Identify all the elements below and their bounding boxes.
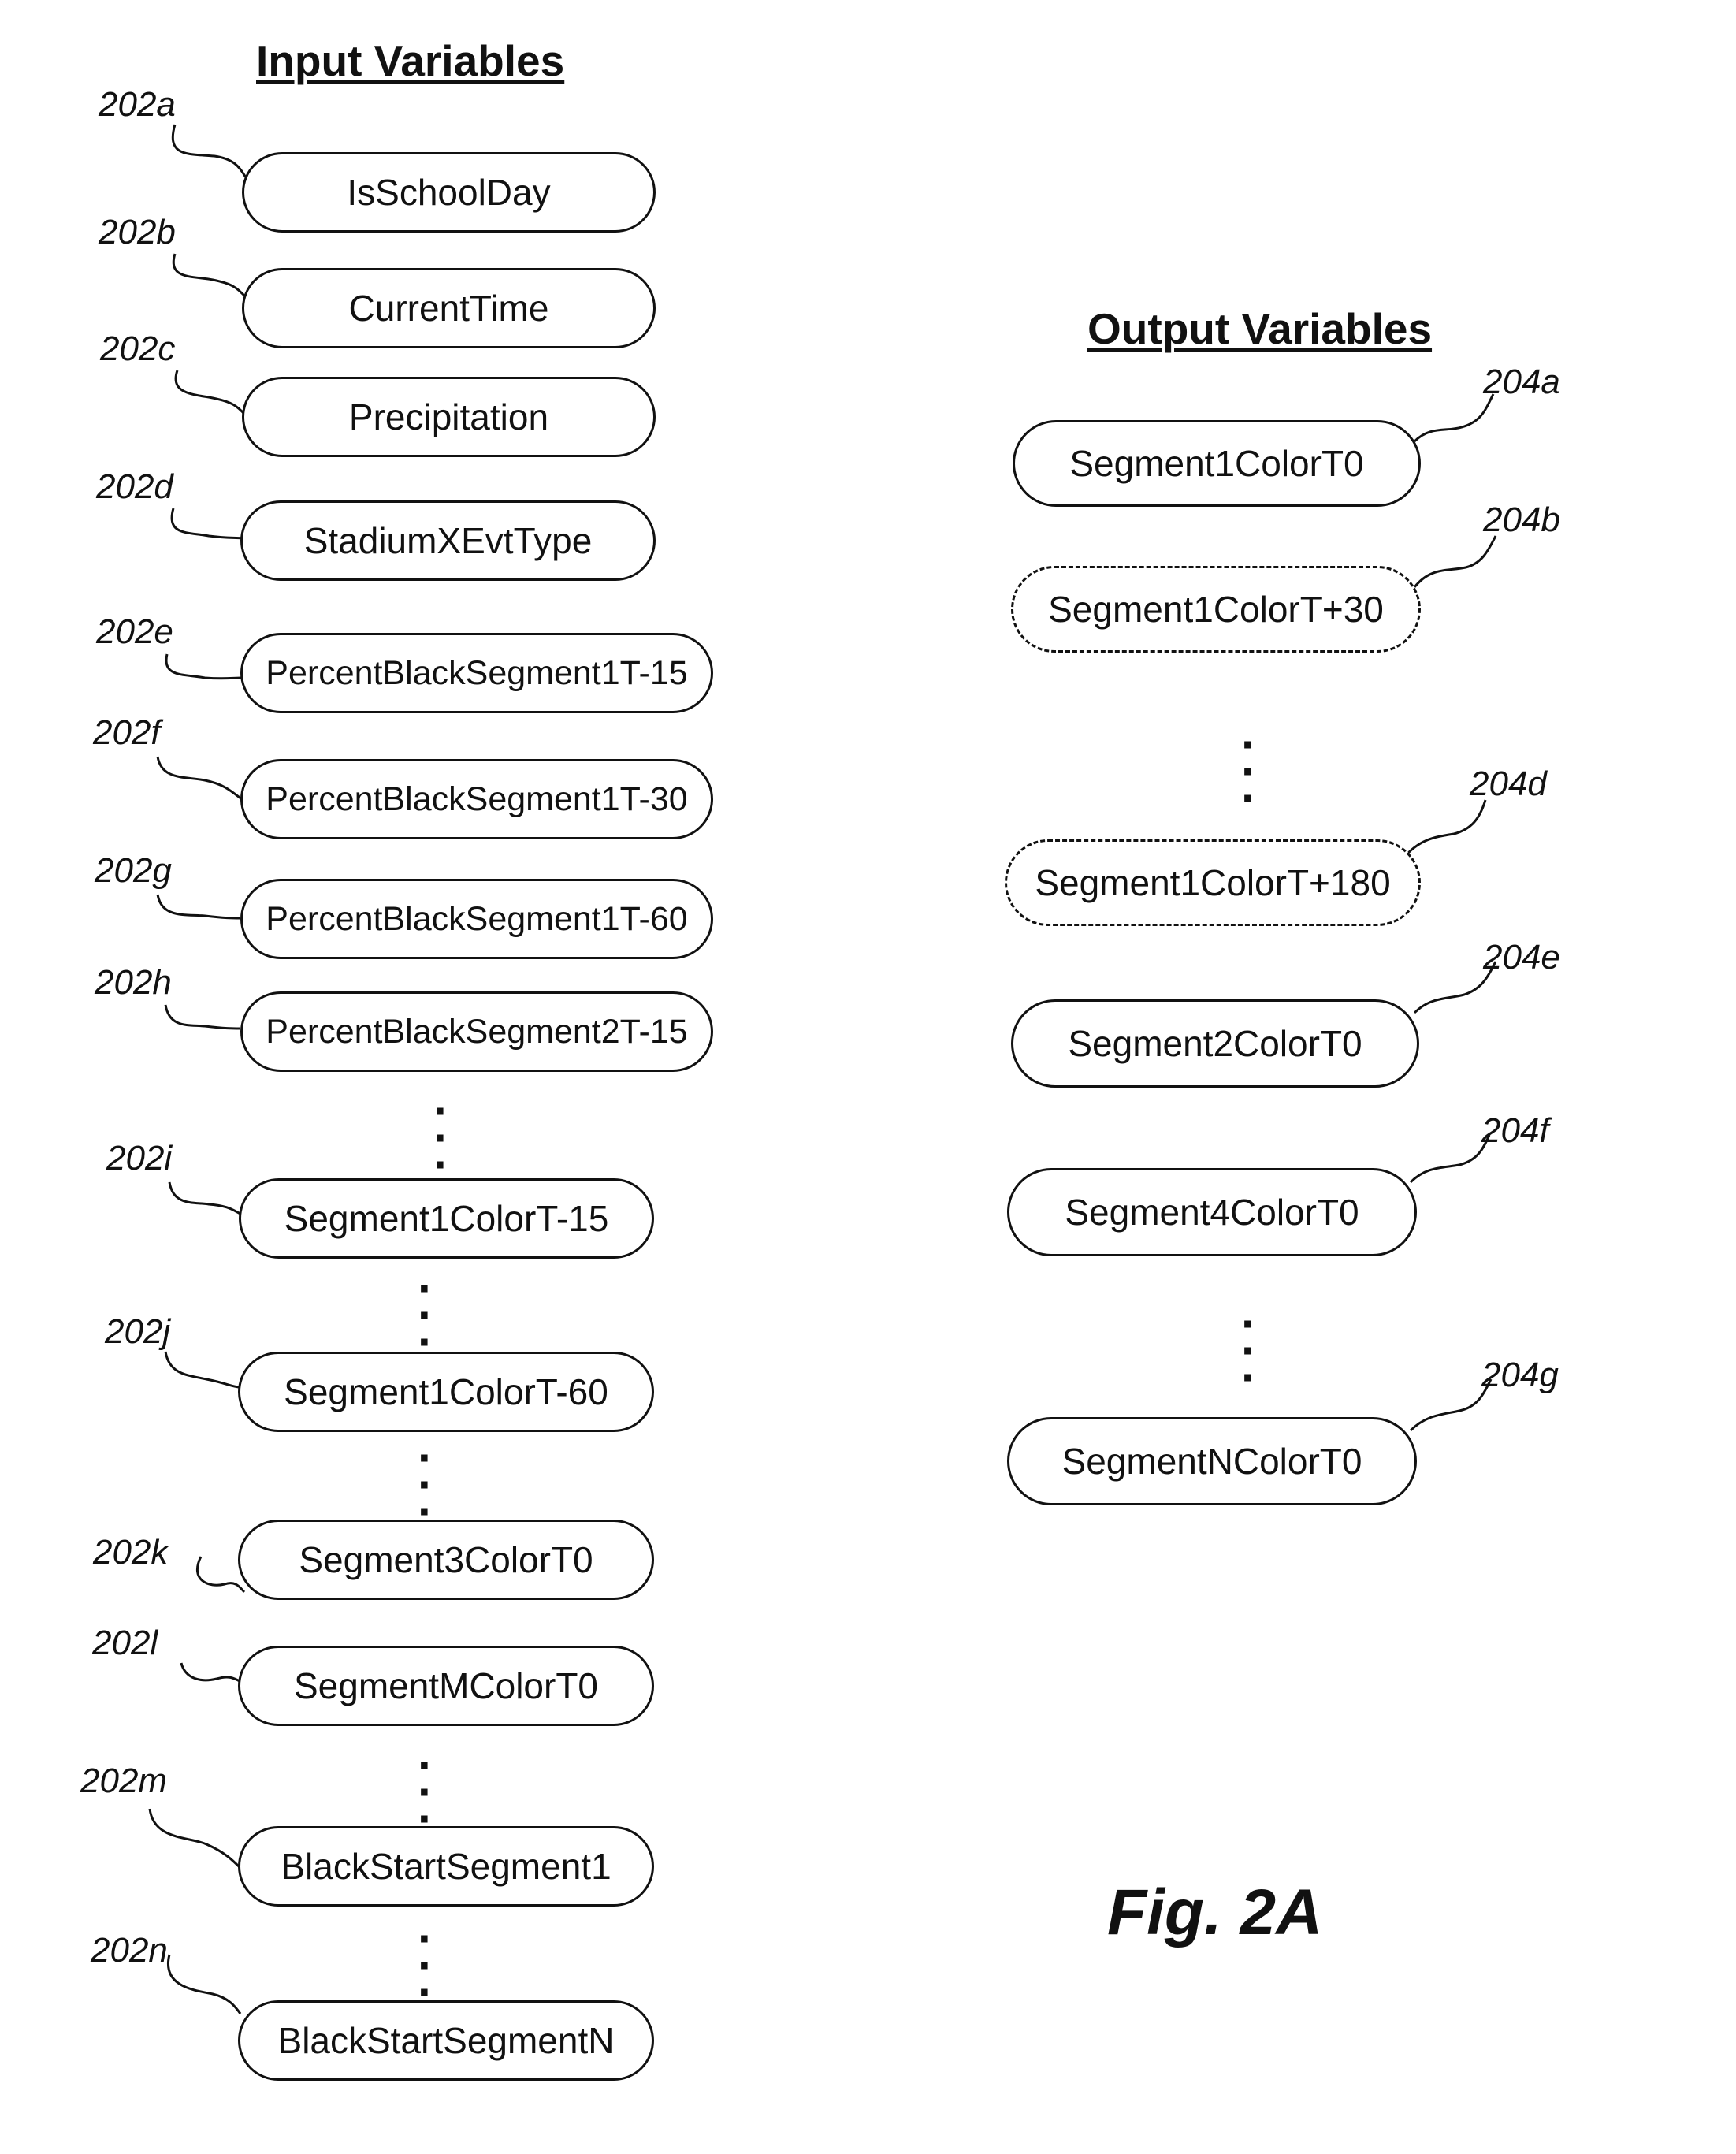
input-ellipsis-4: ··· bbox=[414, 1754, 437, 1834]
ref-202g: 202g bbox=[95, 851, 172, 891]
leader-204f bbox=[1411, 1135, 1489, 1182]
input-black-start-segn: BlackStartSegmentN bbox=[238, 2000, 654, 2081]
ref-202k: 202k bbox=[93, 1533, 168, 1572]
output-segn-color-t0: SegmentNColorT0 bbox=[1007, 1417, 1417, 1505]
leader-202d bbox=[172, 508, 243, 538]
leader-202k bbox=[197, 1557, 244, 1592]
leader-202e bbox=[166, 654, 243, 679]
input-variables-heading: Input Variables bbox=[256, 35, 564, 86]
leader-202g bbox=[158, 895, 240, 918]
input-seg1-color-t60: Segment1ColorT-60 bbox=[238, 1352, 654, 1432]
input-current-time: CurrentTime bbox=[242, 268, 656, 348]
leader-202a bbox=[173, 125, 246, 177]
input-ellipsis-2: ··· bbox=[414, 1277, 437, 1357]
ref-204b: 204b bbox=[1483, 500, 1560, 540]
input-ellipsis-1: ··· bbox=[429, 1099, 453, 1180]
ref-202m: 202m bbox=[80, 1762, 167, 1801]
output-ellipsis-2: ··· bbox=[1237, 1312, 1261, 1393]
ref-202i: 202i bbox=[106, 1139, 172, 1178]
ref-204f: 204f bbox=[1481, 1111, 1549, 1151]
leader-202c bbox=[176, 370, 244, 414]
output-seg1-color-t30: Segment1ColorT+30 bbox=[1011, 566, 1421, 653]
leader-202l bbox=[181, 1663, 243, 1683]
output-seg1-color-t0: Segment1ColorT0 bbox=[1013, 420, 1421, 507]
figure-label: Fig. 2A bbox=[1107, 1876, 1322, 1950]
leader-204d bbox=[1403, 800, 1485, 859]
leader-204b bbox=[1414, 536, 1496, 587]
input-seg3-color-t0: Segment3ColorT0 bbox=[238, 1520, 654, 1600]
ref-204g: 204g bbox=[1481, 1356, 1559, 1395]
ref-202a: 202a bbox=[99, 85, 176, 125]
leader-202n bbox=[168, 1955, 240, 2014]
leader-204a bbox=[1414, 394, 1493, 441]
leader-204g bbox=[1411, 1379, 1491, 1430]
ref-202c: 202c bbox=[100, 329, 175, 369]
input-percent-black-seg1-t15: PercentBlackSegment1T-15 bbox=[240, 633, 713, 713]
ref-202l: 202l bbox=[92, 1624, 158, 1663]
ref-202j: 202j bbox=[105, 1312, 170, 1352]
ref-202f: 202f bbox=[93, 713, 161, 753]
input-percent-black-seg2-t15: PercentBlackSegment2T-15 bbox=[240, 991, 713, 1072]
input-segm-color-t0: SegmentMColorT0 bbox=[238, 1646, 654, 1726]
leader-202f bbox=[158, 757, 243, 800]
ref-202e: 202e bbox=[96, 612, 173, 652]
input-ellipsis-3: ··· bbox=[414, 1446, 437, 1527]
ref-202n: 202n bbox=[91, 1931, 168, 1970]
leader-202b bbox=[173, 254, 244, 296]
input-percent-black-seg1-t30: PercentBlackSegment1T-30 bbox=[240, 759, 713, 839]
input-precipitation: Precipitation bbox=[242, 377, 656, 457]
ref-204d: 204d bbox=[1470, 765, 1547, 804]
ref-204e: 204e bbox=[1483, 938, 1560, 977]
ref-204a: 204a bbox=[1483, 363, 1560, 402]
ref-202d: 202d bbox=[96, 467, 173, 507]
output-seg2-color-t0: Segment2ColorT0 bbox=[1011, 999, 1419, 1088]
output-seg4-color-t0: Segment4ColorT0 bbox=[1007, 1168, 1417, 1256]
input-percent-black-seg1-t60: PercentBlackSegment1T-60 bbox=[240, 879, 713, 959]
input-is-school-day: IsSchoolDay bbox=[242, 152, 656, 233]
output-seg1-color-t180: Segment1ColorT+180 bbox=[1005, 839, 1421, 926]
ref-202b: 202b bbox=[99, 213, 176, 252]
input-ellipsis-5: ··· bbox=[414, 1927, 437, 2007]
leader-202j bbox=[165, 1352, 240, 1387]
ref-202h: 202h bbox=[95, 963, 172, 1003]
output-variables-heading: Output Variables bbox=[1087, 303, 1432, 354]
leader-202m bbox=[150, 1809, 240, 1868]
input-stadium-evt-type: StadiumXEvtType bbox=[240, 500, 656, 581]
leader-202i bbox=[169, 1182, 240, 1214]
input-black-start-seg1: BlackStartSegment1 bbox=[238, 1826, 654, 1907]
leader-202h bbox=[165, 1005, 240, 1029]
output-ellipsis-1: ··· bbox=[1237, 733, 1261, 813]
